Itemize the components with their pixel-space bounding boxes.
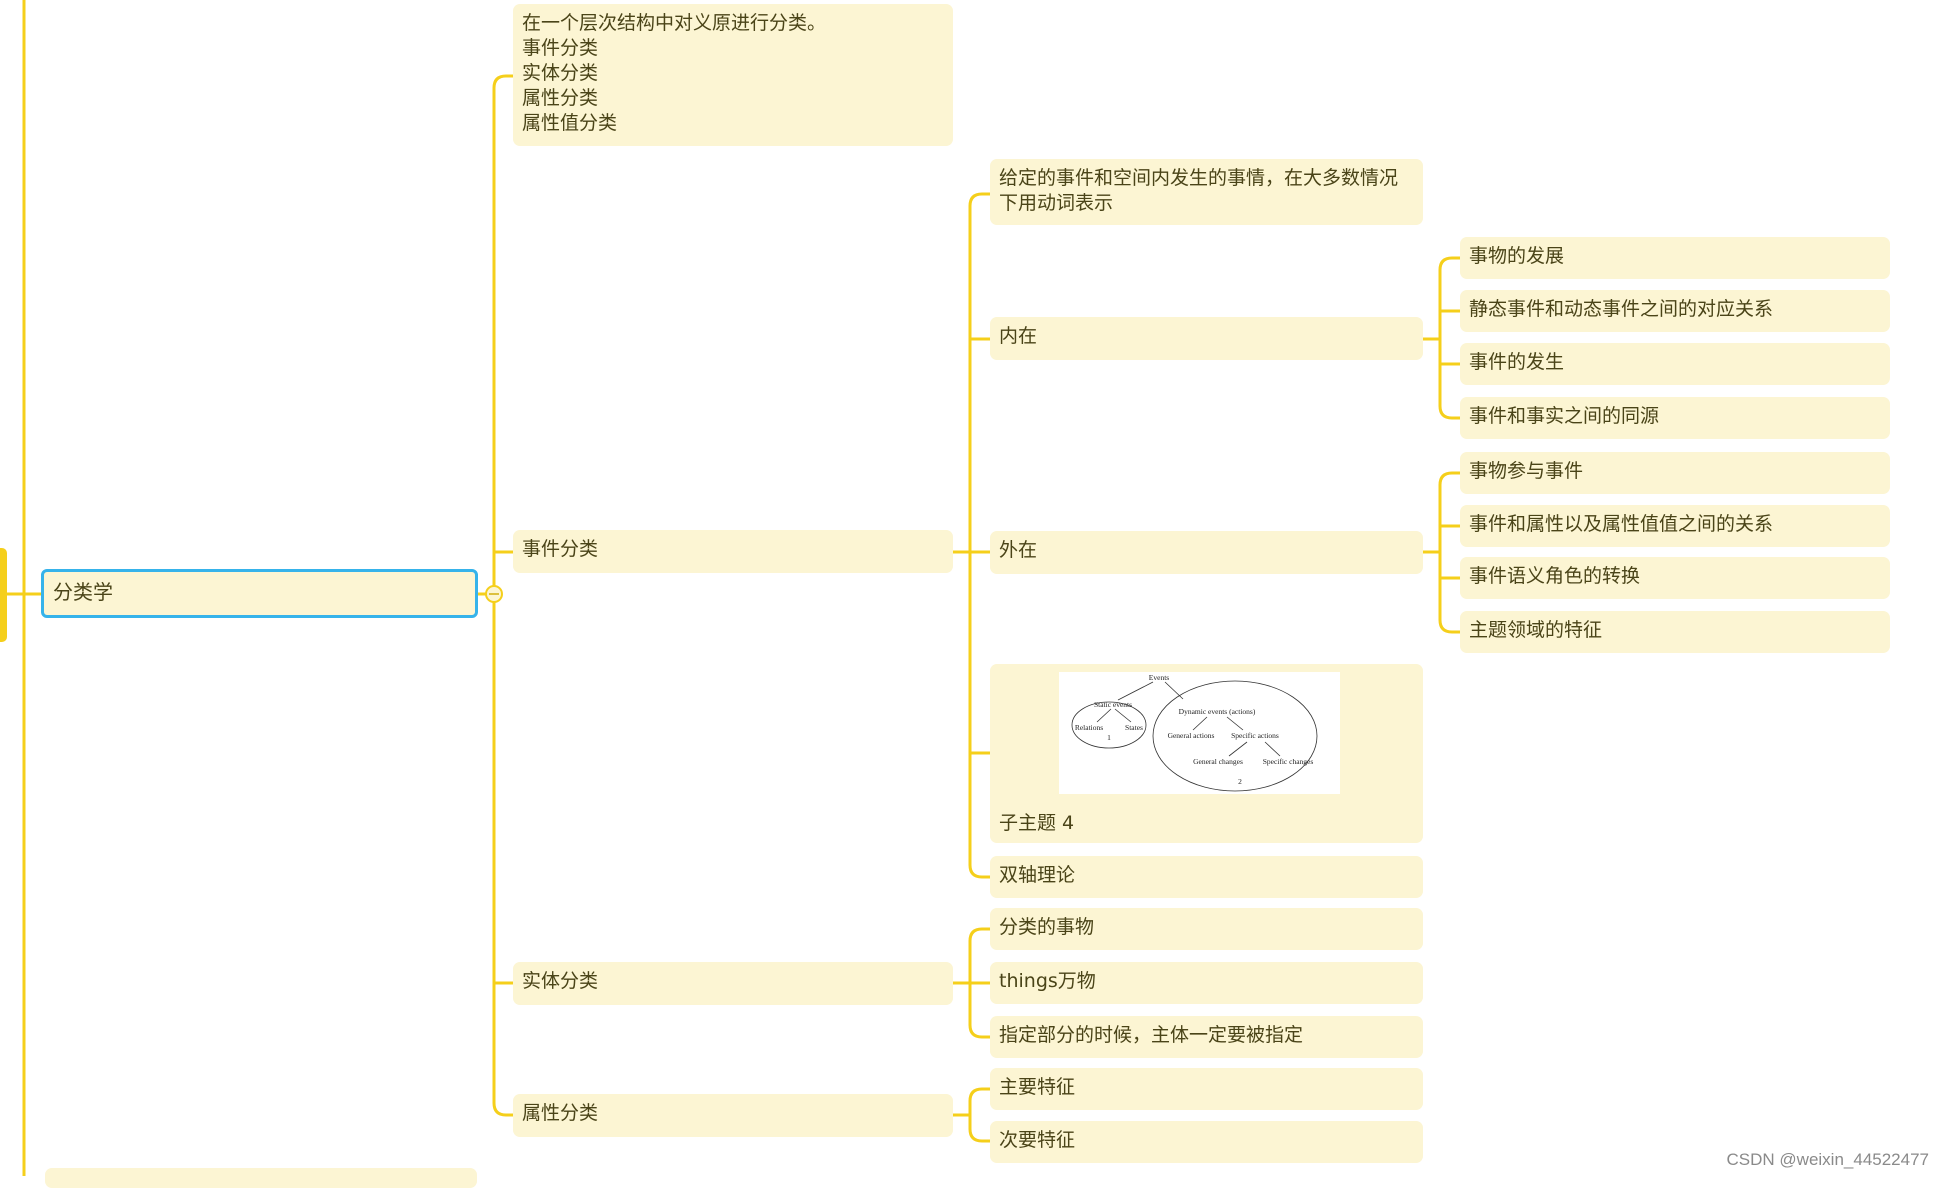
next-root-node[interactable] [45,1168,477,1188]
internal-child-4[interactable]: 事件和事实之间的同源 [1460,397,1890,439]
event-taxonomy-figure: Events Static events Relations States 1 … [1059,672,1340,794]
entity-child-2[interactable]: things万物 [990,962,1423,1004]
fig-events: Events [1149,673,1169,682]
entity-child-1[interactable]: 分类的事物 [990,908,1423,950]
fig-states: States [1125,723,1143,732]
external-child-1[interactable]: 事物参与事件 [1460,452,1890,494]
external-child-4[interactable]: 主题领域的特征 [1460,611,1890,653]
entity-child-3[interactable]: 指定部分的时候，主体一定要被指定 [990,1016,1423,1058]
fig-general-actions: General actions [1168,731,1215,740]
biaxial-theory-node[interactable]: 双轴理论 [990,856,1423,898]
fig-general-changes: General changes [1193,757,1243,766]
definition-node[interactable]: 在一个层次结构中对义原进行分类。 事件分类 实体分类 属性分类 属性值分类 [513,4,953,146]
external-child-3[interactable]: 事件语义角色的转换 [1460,557,1890,599]
fig-specific-changes: Specific changes [1263,757,1314,766]
event-classification-node[interactable]: 事件分类 [513,530,953,573]
fig-dynamic-events: Dynamic events (actions) [1179,707,1256,716]
fig-static-events: Static events [1094,700,1132,709]
watermark: CSDN @weixin_44522477 [1726,1150,1929,1169]
fig-relations: Relations [1075,723,1103,732]
fig-specific-actions: Specific actions [1231,731,1279,740]
root-node[interactable]: 分类学 [41,569,478,618]
entity-classification-node[interactable]: 实体分类 [513,962,953,1005]
attribute-child-1[interactable]: 主要特征 [990,1068,1423,1110]
internal-child-3[interactable]: 事件的发生 [1460,343,1890,385]
side-tab[interactable] [0,548,7,642]
internal-child-2[interactable]: 静态事件和动态事件之间的对应关系 [1460,290,1890,332]
internal-child-1[interactable]: 事物的发展 [1460,237,1890,279]
attribute-child-2[interactable]: 次要特征 [990,1121,1423,1163]
attribute-classification-node[interactable]: 属性分类 [513,1094,953,1137]
fig-num-1: 1 [1107,733,1111,742]
event-definition-node[interactable]: 给定的事件和空间内发生的事情，在大多数情况 下用动词表示 [990,159,1423,225]
external-node[interactable]: 外在 [990,531,1423,574]
internal-node[interactable]: 内在 [990,317,1423,360]
external-child-2[interactable]: 事件和属性以及属性值值之间的关系 [1460,505,1890,547]
fig-num-2: 2 [1238,777,1242,786]
subtopic-4-label: 子主题 4 [999,812,1075,834]
